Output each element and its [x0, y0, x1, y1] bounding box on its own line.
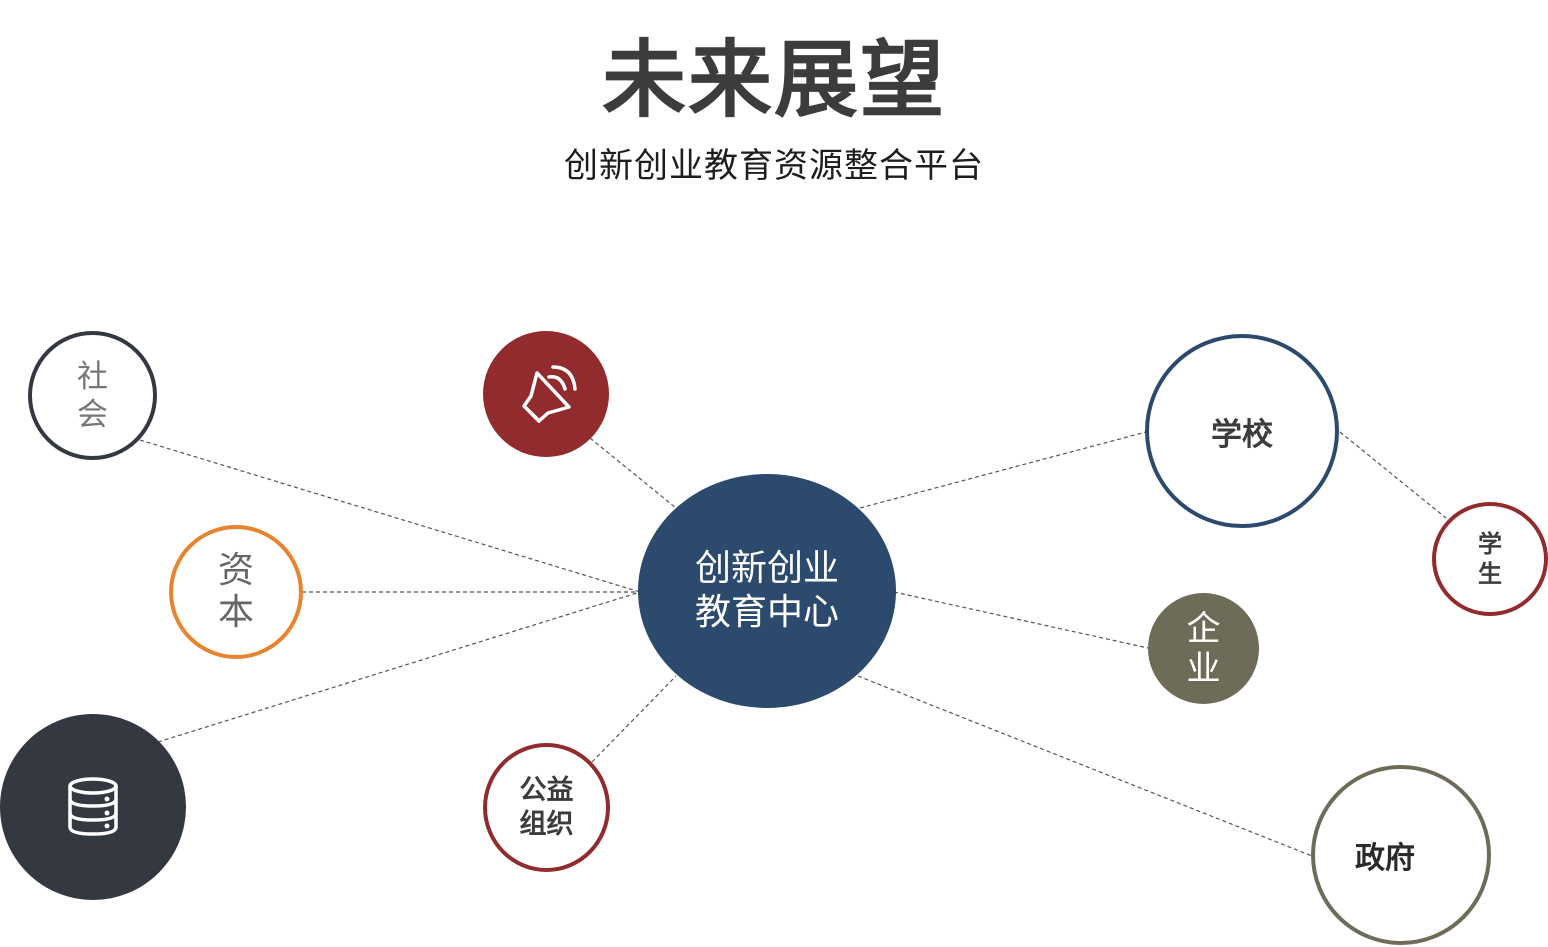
link-society-center	[139, 439, 641, 593]
link-media-center	[589, 437, 677, 509]
node-capital-line2: 本	[217, 592, 254, 633]
node-center-line2: 教育中心	[694, 592, 839, 633]
page-title: 未来展望	[601, 31, 946, 129]
link-center-enterprise	[893, 591, 1149, 649]
link-center-school	[859, 431, 1147, 509]
node-enterprise-line2: 业	[1186, 648, 1221, 689]
node-ngo: 公益 组织	[483, 743, 610, 872]
link-ngo-center	[591, 675, 677, 763]
link-database-center	[157, 591, 641, 743]
node-government-label: 政府	[1355, 841, 1415, 876]
node-enterprise: 企 业	[1148, 593, 1259, 704]
node-center: 创新创业 教育中心	[638, 474, 896, 708]
node-society: 社 会	[28, 331, 157, 460]
link-center-government	[857, 675, 1313, 857]
node-enterprise-line1: 企	[1186, 608, 1221, 649]
node-center-line1: 创新创业	[694, 548, 839, 589]
node-capital-line1: 资	[217, 550, 254, 591]
database-icon	[65, 777, 121, 837]
node-student-line1: 学	[1478, 530, 1502, 558]
node-ngo-line2: 组织	[519, 808, 574, 840]
speaker-icon	[515, 363, 577, 425]
link-school-student	[1339, 431, 1447, 519]
node-school-label: 学校	[1211, 416, 1273, 453]
node-capital: 资 本	[169, 525, 303, 659]
node-school: 学校	[1145, 334, 1339, 528]
node-student-line2: 生	[1478, 560, 1502, 588]
node-database	[0, 714, 186, 900]
node-government: 政府	[1311, 765, 1491, 945]
node-media	[483, 331, 609, 457]
node-ngo-line1: 公益	[519, 774, 574, 806]
node-student: 学 生	[1432, 502, 1548, 616]
page-subtitle: 创新创业教育资源整合平台	[564, 146, 984, 186]
node-society-line2: 会	[77, 396, 108, 433]
node-society-line1: 社	[77, 358, 108, 395]
